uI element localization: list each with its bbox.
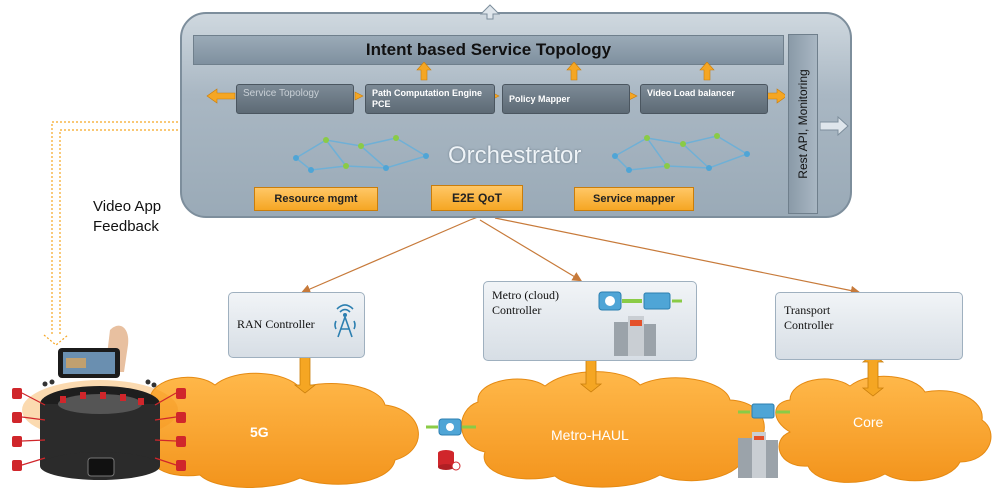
- rest-api-label: Rest API, Monitoring: [796, 69, 810, 179]
- metro-controller-box: Metro (cloud) Controller: [483, 281, 697, 361]
- cloud-5g-label: 5G: [250, 424, 269, 440]
- resource-mgmt-box: Resource mgmt: [254, 187, 378, 211]
- cloud-node-icon: [598, 291, 682, 356]
- service-mapper-box: Service mapper: [574, 187, 694, 211]
- server-rack-icon: [738, 403, 790, 478]
- control-links: [300, 203, 861, 296]
- wifi-tower-icon: [334, 304, 356, 338]
- topology-graph-icon-2: [612, 133, 750, 173]
- ran-controller-label: RAN Controller: [237, 317, 315, 331]
- switch-chip-icon: [426, 418, 476, 436]
- right-arrow-icon: [820, 116, 849, 136]
- up-arrow-icon: [480, 4, 500, 20]
- cloud-5g: [127, 372, 419, 488]
- ran-controller-box: RAN Controller: [228, 292, 365, 358]
- module-arrows: [206, 62, 785, 104]
- e2e-qot-box: E2E QoT: [431, 185, 523, 211]
- stadium-icon: [12, 379, 186, 480]
- database-icon: [438, 450, 461, 471]
- rest-api-monitoring-bar: Rest API, Monitoring: [788, 34, 818, 214]
- metro-controller-label: Metro (cloud) Controller: [492, 288, 559, 317]
- feedback-text: Video App Feedback: [93, 198, 162, 235]
- topology-graph-icon: [293, 135, 429, 173]
- smartphone-icon: [58, 325, 129, 378]
- video-app-feedback-label: Video App Feedback: [93, 197, 203, 237]
- cloud-metro-haul-label: Metro-HAUL: [551, 427, 629, 443]
- cloud-core-label: Core: [853, 414, 884, 430]
- module-pce: Path Computation Engine PCE: [365, 84, 495, 114]
- orchestrator-label: Orchestrator: [448, 142, 582, 169]
- module-service-topology: Service Topology: [236, 84, 354, 114]
- intent-topology-bar: Intent based Service Topology: [193, 35, 784, 65]
- transport-controller-label: Transport Controller: [784, 303, 834, 332]
- module-video-load-balancer: Video Load balancer: [640, 84, 768, 114]
- transport-controller-box: Transport Controller: [775, 292, 963, 360]
- module-policy-mapper: Policy Mapper: [502, 84, 630, 114]
